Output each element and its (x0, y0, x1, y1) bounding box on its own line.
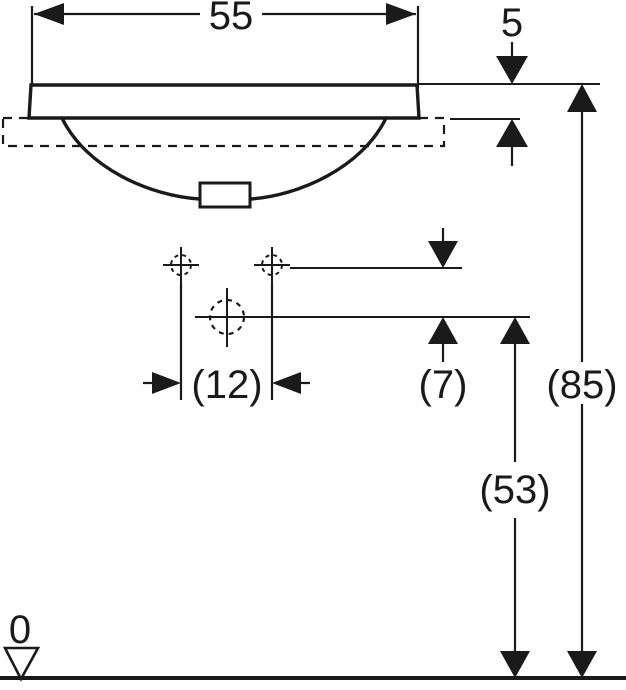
arrowhead-up (428, 317, 458, 344)
dimension-label-7: (7) (419, 363, 468, 407)
countertop-rect (1, 116, 446, 148)
dimension-width-55: 55 (30, 0, 420, 96)
waste-outlet (198, 181, 252, 209)
arrowhead-down (496, 56, 528, 84)
dimension-taphole-offset-7: (7) (419, 228, 468, 407)
dimension-label-53: (53) (479, 468, 550, 512)
datum-triangle-icon (2, 646, 41, 682)
dimension-label-12: (12) (191, 363, 262, 407)
tap-hole-group (163, 247, 290, 400)
basin-rim (27, 83, 421, 120)
datum-label-0: 0 (9, 608, 31, 652)
arrowhead-up (567, 84, 597, 112)
countertop-hidden-outline (1, 116, 446, 148)
arrowhead-down (567, 651, 597, 678)
basin-bowl-left (60, 116, 202, 201)
dimension-label-5: 5 (501, 1, 523, 45)
arrowhead-up (496, 119, 528, 147)
level-datum-symbol: 0 (0, 608, 45, 682)
arrowhead-right (386, 3, 416, 25)
arrowhead-down (500, 651, 530, 678)
arrowhead-left (34, 3, 64, 25)
basin-bowl-right (248, 116, 388, 201)
arrowhead-up (500, 317, 530, 344)
reference-lines-top (418, 83, 600, 120)
arrowhead-down (428, 241, 458, 268)
dimension-rim-5: 5 (496, 1, 528, 166)
dimension-height-85: (85) (546, 84, 618, 678)
dimension-label-85: (85) (546, 363, 617, 407)
reference-lines-tapholes (250, 267, 530, 318)
arrowhead-pointing-right (152, 372, 181, 394)
dimension-label-55: 55 (209, 0, 254, 38)
dimension-height-53: (53) (479, 317, 551, 678)
arrowhead-pointing-left (272, 372, 301, 394)
dimension-taphole-spacing-12: (12) (143, 363, 310, 407)
